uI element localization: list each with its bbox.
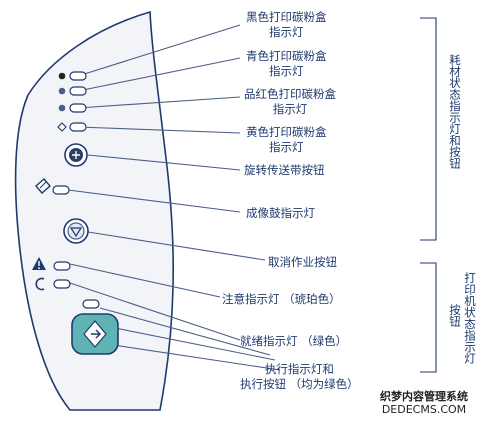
magenta-toner-label: 品红色打印碳粉盒指示灯 xyxy=(244,87,336,116)
printer-status-group-title-line2: 按钮 xyxy=(448,304,462,327)
ready-led xyxy=(53,279,71,289)
panel-outline xyxy=(14,10,174,411)
attention-led xyxy=(53,261,71,271)
drum-label: 成像鼓指示灯 xyxy=(246,206,315,220)
ready-icon xyxy=(35,277,45,291)
black-toner-label: 黑色打印碳粉盒指示灯 xyxy=(246,10,327,39)
group-brackets xyxy=(420,17,437,373)
magenta-toner-dot xyxy=(58,104,66,112)
go-led xyxy=(82,299,100,309)
printer-status-group-title-line1: 打印机状态指示灯 xyxy=(463,272,477,364)
magenta-toner-led xyxy=(69,103,87,113)
go-label: 执行指示灯和执行按钮 （均为绿色） xyxy=(240,362,359,391)
black-toner-dot xyxy=(58,72,66,80)
supplies-group-title: 耗材状态指示灯和按钮 xyxy=(448,54,462,169)
drum-icon xyxy=(35,178,51,194)
cyan-toner-dot xyxy=(58,87,66,95)
yellow-toner-label: 黄色打印碳粉盒指示灯 xyxy=(246,125,327,154)
watermark: 织梦内容管理系统 DEDECMS.COM xyxy=(380,390,468,416)
yellow-toner-diamond xyxy=(57,122,67,132)
drum-led xyxy=(52,185,70,195)
black-toner-led xyxy=(69,71,87,81)
ready-label: 就绪指示灯 （绿色） xyxy=(240,334,348,348)
attention-label: 注意指示灯 （琥珀色） xyxy=(222,292,341,306)
rotate-belt-label: 旋转传送带按钮 xyxy=(244,163,325,177)
rotate-belt-button[interactable] xyxy=(64,143,88,167)
yellow-toner-led xyxy=(69,122,87,132)
cyan-toner-label: 青色打印碳粉盒指示灯 xyxy=(246,49,327,78)
cancel-job-label: 取消作业按钮 xyxy=(268,255,337,269)
cancel-job-button[interactable] xyxy=(63,218,89,244)
attention-warning-icon xyxy=(32,257,46,270)
go-button[interactable] xyxy=(71,313,119,355)
leader-lines xyxy=(67,24,281,371)
cyan-toner-led xyxy=(69,86,87,96)
